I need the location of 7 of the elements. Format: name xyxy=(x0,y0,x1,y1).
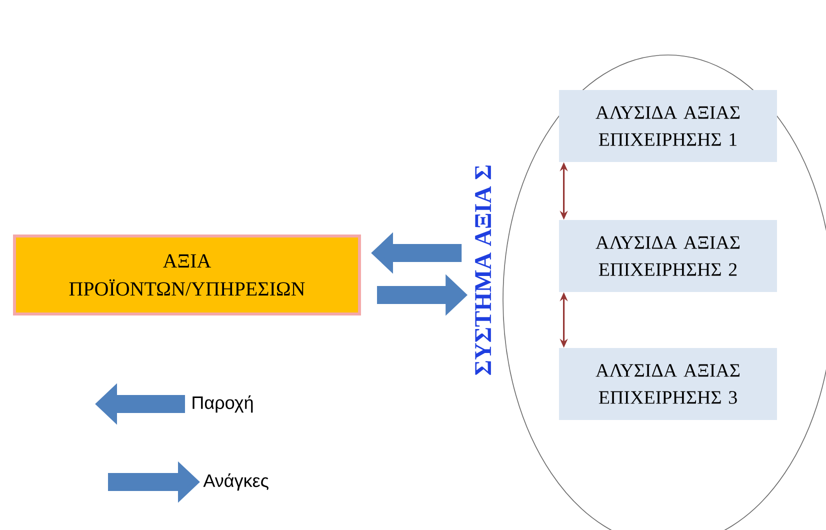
node-label: ΣΥΣΤΗΜΑ ΑΞΙΑ Σ xyxy=(475,165,491,375)
legend-label: Παροχή xyxy=(192,395,253,413)
chain-box: ΑΛΥΣΙΔΑ ΑΞΙΑΣ ΕΠΙΧΕΙΡΗΣΗΣ 2 xyxy=(559,220,777,292)
value-box: ΑΞΙΑ ΠΡΟΪΟΝΤΩΝ/ΥΠΗΡΕΣΙΩΝ xyxy=(13,234,361,316)
chain-box: ΑΛΥΣΙΔΑ ΑΞΙΑΣ ΕΠΙΧΕΙΡΗΣΗΣ 3 xyxy=(559,348,777,420)
chain-box: ΑΛΥΣΙΔΑ ΑΞΙΑΣ ΕΠΙΧΕΙΡΗΣΗΣ 1 xyxy=(559,90,777,162)
legend-label: Ανάγκες xyxy=(203,473,268,491)
